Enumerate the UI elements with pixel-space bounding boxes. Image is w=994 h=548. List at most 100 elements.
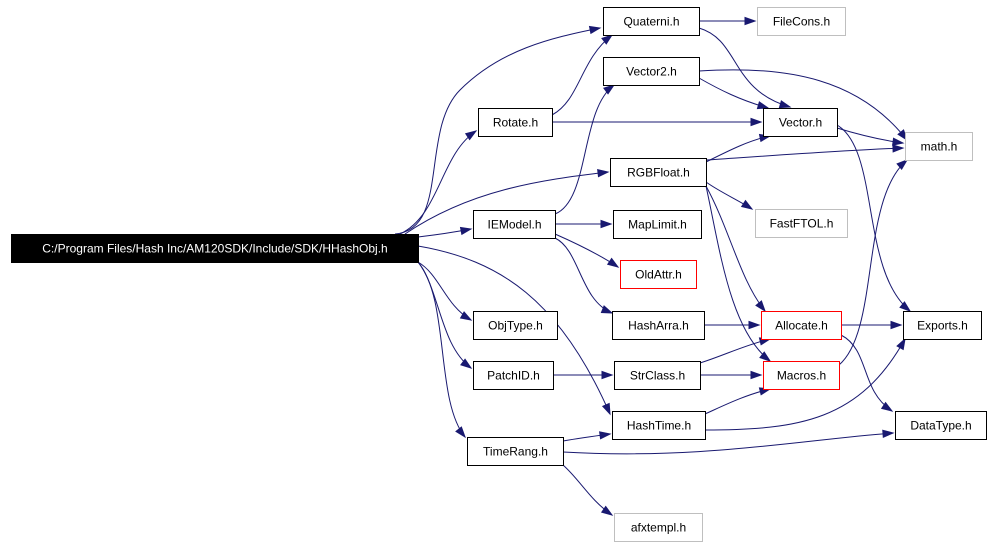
edge-arrowhead (882, 429, 895, 438)
node-label: Vector.h (779, 116, 822, 130)
node-macros[interactable]: Macros.h (763, 361, 840, 390)
node-label: HashTime.h (627, 419, 691, 433)
edge-line (698, 69, 908, 141)
node-allocate[interactable]: Allocate.h (761, 311, 842, 340)
node-box (614, 361, 701, 390)
node-iemodel[interactable]: IEModel.h (473, 210, 556, 239)
node-oldattr[interactable]: OldAttr.h (620, 260, 697, 289)
node-afxtempl[interactable]: afxtempl.h (614, 513, 703, 542)
edge-root-to-objtype (417, 261, 473, 321)
node-box (467, 437, 564, 466)
edge-iemodel-to-oldattr (554, 233, 620, 268)
node-box (905, 132, 973, 161)
edge-iemodel-to-hasharra (554, 237, 614, 314)
node-math[interactable]: math.h (905, 132, 973, 161)
edge-allocate-to-exports (840, 320, 903, 330)
node-vector2[interactable]: Vector2.h (603, 57, 700, 86)
edge-arrowhead (755, 300, 766, 313)
edge-line (394, 27, 601, 235)
node-label: Exports.h (917, 319, 968, 333)
node-hasharra[interactable]: HashArra.h (612, 311, 705, 340)
node-hashtime[interactable]: HashTime.h (612, 411, 706, 440)
edge-arrowhead (606, 257, 620, 268)
edge-line (698, 77, 769, 109)
node-rotate[interactable]: Rotate.h (478, 108, 553, 137)
edge-hashtime-to-macros (704, 387, 772, 415)
edge-arrowhead (600, 305, 614, 314)
node-vector[interactable]: Vector.h (763, 108, 838, 137)
node-patchid[interactable]: PatchID.h (473, 361, 554, 390)
edge-arrowhead (459, 226, 473, 236)
node-timerang[interactable]: TimeRang.h (467, 437, 564, 466)
edge-timerang-to-hashtime (562, 431, 612, 442)
edge-arrowhead (778, 100, 792, 109)
node-objtype[interactable]: ObjType.h (473, 311, 558, 340)
node-fastftol[interactable]: FastFTOL.h (755, 209, 848, 238)
edge-arrowhead (880, 401, 894, 412)
edge-arrowhead (740, 199, 754, 210)
node-label: Allocate.h (775, 319, 828, 333)
edge-line (698, 27, 791, 108)
edge-line (705, 147, 904, 161)
edge-root-to-rgbfloat (404, 169, 610, 235)
node-box (610, 158, 707, 187)
edge-iemodel-to-vector2 (554, 84, 616, 215)
node-box (613, 210, 702, 239)
node-datatype[interactable]: DataType.h (895, 411, 987, 440)
node-box (11, 234, 419, 263)
edge-rotate-to-vector (552, 117, 763, 127)
node-box (895, 411, 987, 440)
node-exports[interactable]: Exports.h (903, 311, 982, 340)
edge-hasharra-to-allocate (703, 320, 761, 330)
edge-patchid-to-strclass (553, 370, 614, 380)
node-rgbfloat[interactable]: RGBFloat.h (610, 158, 707, 187)
edge-line (399, 130, 477, 235)
node-maplimit[interactable]: MapLimit.h (613, 210, 702, 239)
edge-arrowhead (600, 505, 614, 516)
edge-arrowhead (464, 130, 478, 141)
edge-root-to-rotate (399, 130, 478, 235)
node-label: afxtempl.h (631, 521, 686, 535)
node-box (473, 210, 556, 239)
edge-quaterni-to-filecons (699, 16, 757, 26)
edge-quaterni-to-vector (698, 27, 792, 109)
edge-arrowhead (601, 370, 614, 380)
node-label: IEModel.h (487, 218, 541, 232)
node-label: DataType.h (910, 419, 971, 433)
edge-vector2-to-vector (698, 77, 770, 110)
node-box (603, 57, 700, 86)
edge-rgbfloat-to-macros (705, 185, 772, 362)
node-filecons[interactable]: FileCons.h (757, 7, 846, 36)
edge-root-to-quaterni (394, 25, 602, 235)
edge-arrowhead (748, 320, 761, 330)
node-quaterni[interactable]: Quaterni.h (603, 7, 700, 36)
edges-layer (394, 16, 912, 516)
edge-arrowhead (603, 84, 616, 95)
node-label: Quaterni.h (623, 15, 679, 29)
edge-line (840, 334, 893, 412)
edge-arrowhead (588, 25, 602, 35)
edge-line (838, 159, 908, 366)
node-label: math.h (921, 140, 958, 154)
edge-arrowhead (460, 358, 473, 369)
node-strclass[interactable]: StrClass.h (614, 361, 701, 390)
edge-vector-to-math (836, 127, 905, 146)
node-root[interactable]: C:/Program Files/Hash Inc/AM120SDK/Inclu… (11, 234, 419, 263)
edge-arrowhead (600, 219, 613, 229)
node-label: HashArra.h (628, 319, 689, 333)
edge-arrowhead (597, 169, 610, 178)
edge-arrowhead (890, 320, 903, 330)
nodes-layer: C:/Program Files/Hash Inc/AM120SDK/Inclu… (11, 7, 987, 542)
edge-vector-to-exports (836, 124, 912, 312)
edge-line (705, 185, 771, 362)
edge-line (562, 432, 894, 455)
node-label: Macros.h (777, 369, 826, 383)
node-label: OldAttr.h (635, 268, 682, 282)
node-box (612, 411, 706, 440)
edge-line (404, 171, 609, 235)
edge-arrowhead (896, 159, 909, 171)
edge-arrowhead (892, 137, 905, 146)
edge-arrowhead (601, 402, 611, 416)
edge-iemodel-to-maplimit (555, 219, 613, 229)
node-label: TimeRang.h (483, 445, 548, 459)
